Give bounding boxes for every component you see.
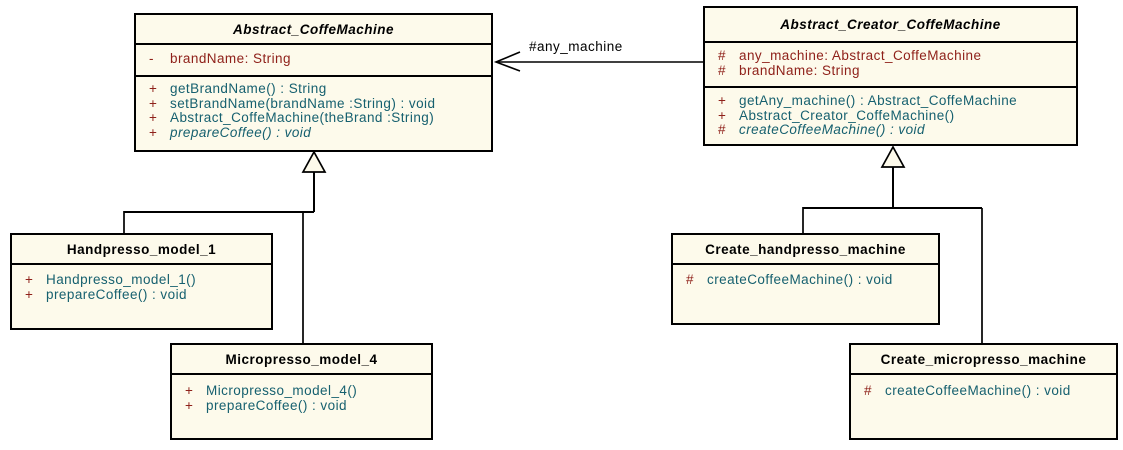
method-row: # createCoffeeMachine() : void [686,272,938,288]
visibility-marker: # [718,122,726,137]
class-abstract-creator-coffemachine: Abstract_Creator_CoffeMachine # any_mach… [703,6,1078,146]
methods-compartment: # createCoffeeMachine() : void [673,265,938,288]
visibility-marker: # [686,272,694,287]
visibility-marker: + [149,95,158,111]
method-row: + Abstract_Creator_CoffeMachine() [718,107,1076,124]
class-abstract-coffemachine: Abstract_CoffeMachine - brandName: Strin… [134,13,493,152]
method-row: + Micropresso_model_4() [185,383,431,399]
method-text: Abstract_Creator_CoffeMachine() [739,107,955,123]
visibility-marker: # [718,62,726,78]
visibility-marker: + [149,81,158,96]
attributes-compartment: # any_machine: Abstract_CoffeMachine # b… [705,43,1076,88]
attribute-text: brandName: String [739,62,860,78]
visibility-marker: + [185,383,194,398]
attribute-text: any_machine: Abstract_CoffeMachine [739,48,982,63]
class-title: Abstract_CoffeMachine [136,15,491,45]
visibility-marker: # [718,48,726,63]
visibility-marker: + [25,272,34,287]
method-text: prepareCoffee() : void [170,124,312,140]
hollow-triangle-icon [301,150,327,173]
attribute-row: # brandName: String [718,62,1076,79]
methods-compartment: + Handpresso_model_1() + prepareCoffee()… [12,265,271,302]
method-text: createCoffeeMachine() : void [707,272,893,287]
method-row: + setBrandName(brandName :String) : void [149,95,491,112]
class-title: Handpresso_model_1 [12,235,271,265]
method-text: prepareCoffee() : void [46,286,187,302]
generalization-right-tree [802,145,983,344]
method-text: Abstract_CoffeMachine(theBrand :String) [170,110,435,125]
class-title: Micropresso_model_4 [172,345,431,375]
visibility-marker: + [25,286,34,302]
method-text: getAny_machine() : Abstract_CoffeMachine [739,93,1018,108]
class-create-handpresso-machine: Create_handpresso_machine # createCoffee… [671,233,940,325]
methods-compartment: + getBrandName() : String + setBrandName… [136,77,491,140]
visibility-marker: + [718,107,727,123]
class-create-micropresso-machine: Create_micropresso_machine # createCoffe… [849,343,1118,440]
method-row: + Abstract_CoffeMachine(theBrand :String… [149,110,491,126]
association-label: #any_machine [529,39,623,54]
method-row: + getBrandName() : String [149,81,491,97]
class-handpresso-model-1: Handpresso_model_1 + Handpresso_model_1(… [10,233,273,330]
visibility-marker: + [149,124,158,140]
method-text: getBrandName() : String [170,81,327,96]
method-row-abstract: + prepareCoffee() : void [149,124,491,141]
visibility-marker: + [149,110,158,125]
method-row-abstract: # createCoffeeMachine() : void [718,122,1076,138]
methods-compartment: + Micropresso_model_4() + prepareCoffee(… [172,375,431,413]
attribute-text: brandName: String [170,51,291,66]
visibility-marker: - [149,51,154,66]
class-title: Create_handpresso_machine [673,235,938,265]
methods-compartment: # createCoffeeMachine() : void [851,375,1116,399]
visibility-marker: + [185,397,194,413]
class-micropresso-model-4: Micropresso_model_4 + Micropresso_model_… [170,343,433,440]
method-row: + getAny_machine() : Abstract_CoffeMachi… [718,93,1076,109]
method-row: + prepareCoffee() : void [185,397,431,414]
methods-compartment: + getAny_machine() : Abstract_CoffeMachi… [705,88,1076,138]
method-text: prepareCoffee() : void [206,397,347,413]
method-text: setBrandName(brandName :String) : void [170,95,436,111]
attributes-compartment: - brandName: String [136,45,491,77]
visibility-marker: + [718,93,727,108]
method-text: Handpresso_model_1() [46,272,197,287]
class-title: Create_micropresso_machine [851,345,1116,375]
visibility-marker: # [864,383,872,398]
generalization-left-tree [123,150,327,344]
method-text: createCoffeeMachine() : void [739,122,925,137]
class-title: Abstract_Creator_CoffeMachine [705,8,1076,43]
method-text: createCoffeeMachine() : void [885,383,1071,398]
attribute-row: - brandName: String [149,51,491,67]
hollow-triangle-icon [880,145,906,168]
method-row: + prepareCoffee() : void [25,286,271,303]
method-row: # createCoffeeMachine() : void [864,383,1116,399]
open-arrowhead-icon [493,51,521,72]
method-row: + Handpresso_model_1() [25,272,271,288]
association-any-machine-arrow [493,51,703,72]
attribute-row: # any_machine: Abstract_CoffeMachine [718,48,1076,64]
method-text: Micropresso_model_4() [206,383,358,398]
